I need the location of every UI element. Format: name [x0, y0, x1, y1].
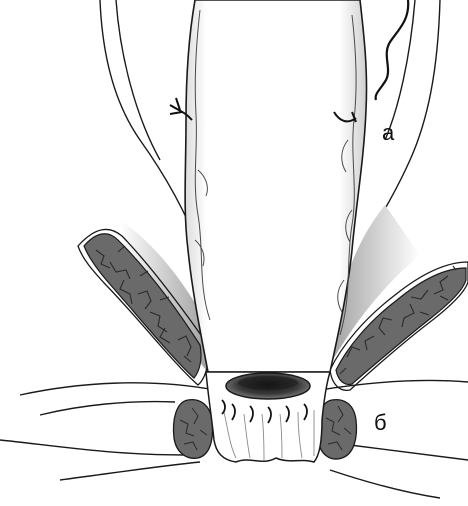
- rectum-tube: [185, 0, 366, 372]
- left-sphincter: [174, 400, 213, 459]
- label-a: а: [382, 120, 395, 145]
- label-b: б: [374, 410, 387, 435]
- anastomosis: [206, 372, 330, 462]
- suture-thread: [376, 0, 409, 100]
